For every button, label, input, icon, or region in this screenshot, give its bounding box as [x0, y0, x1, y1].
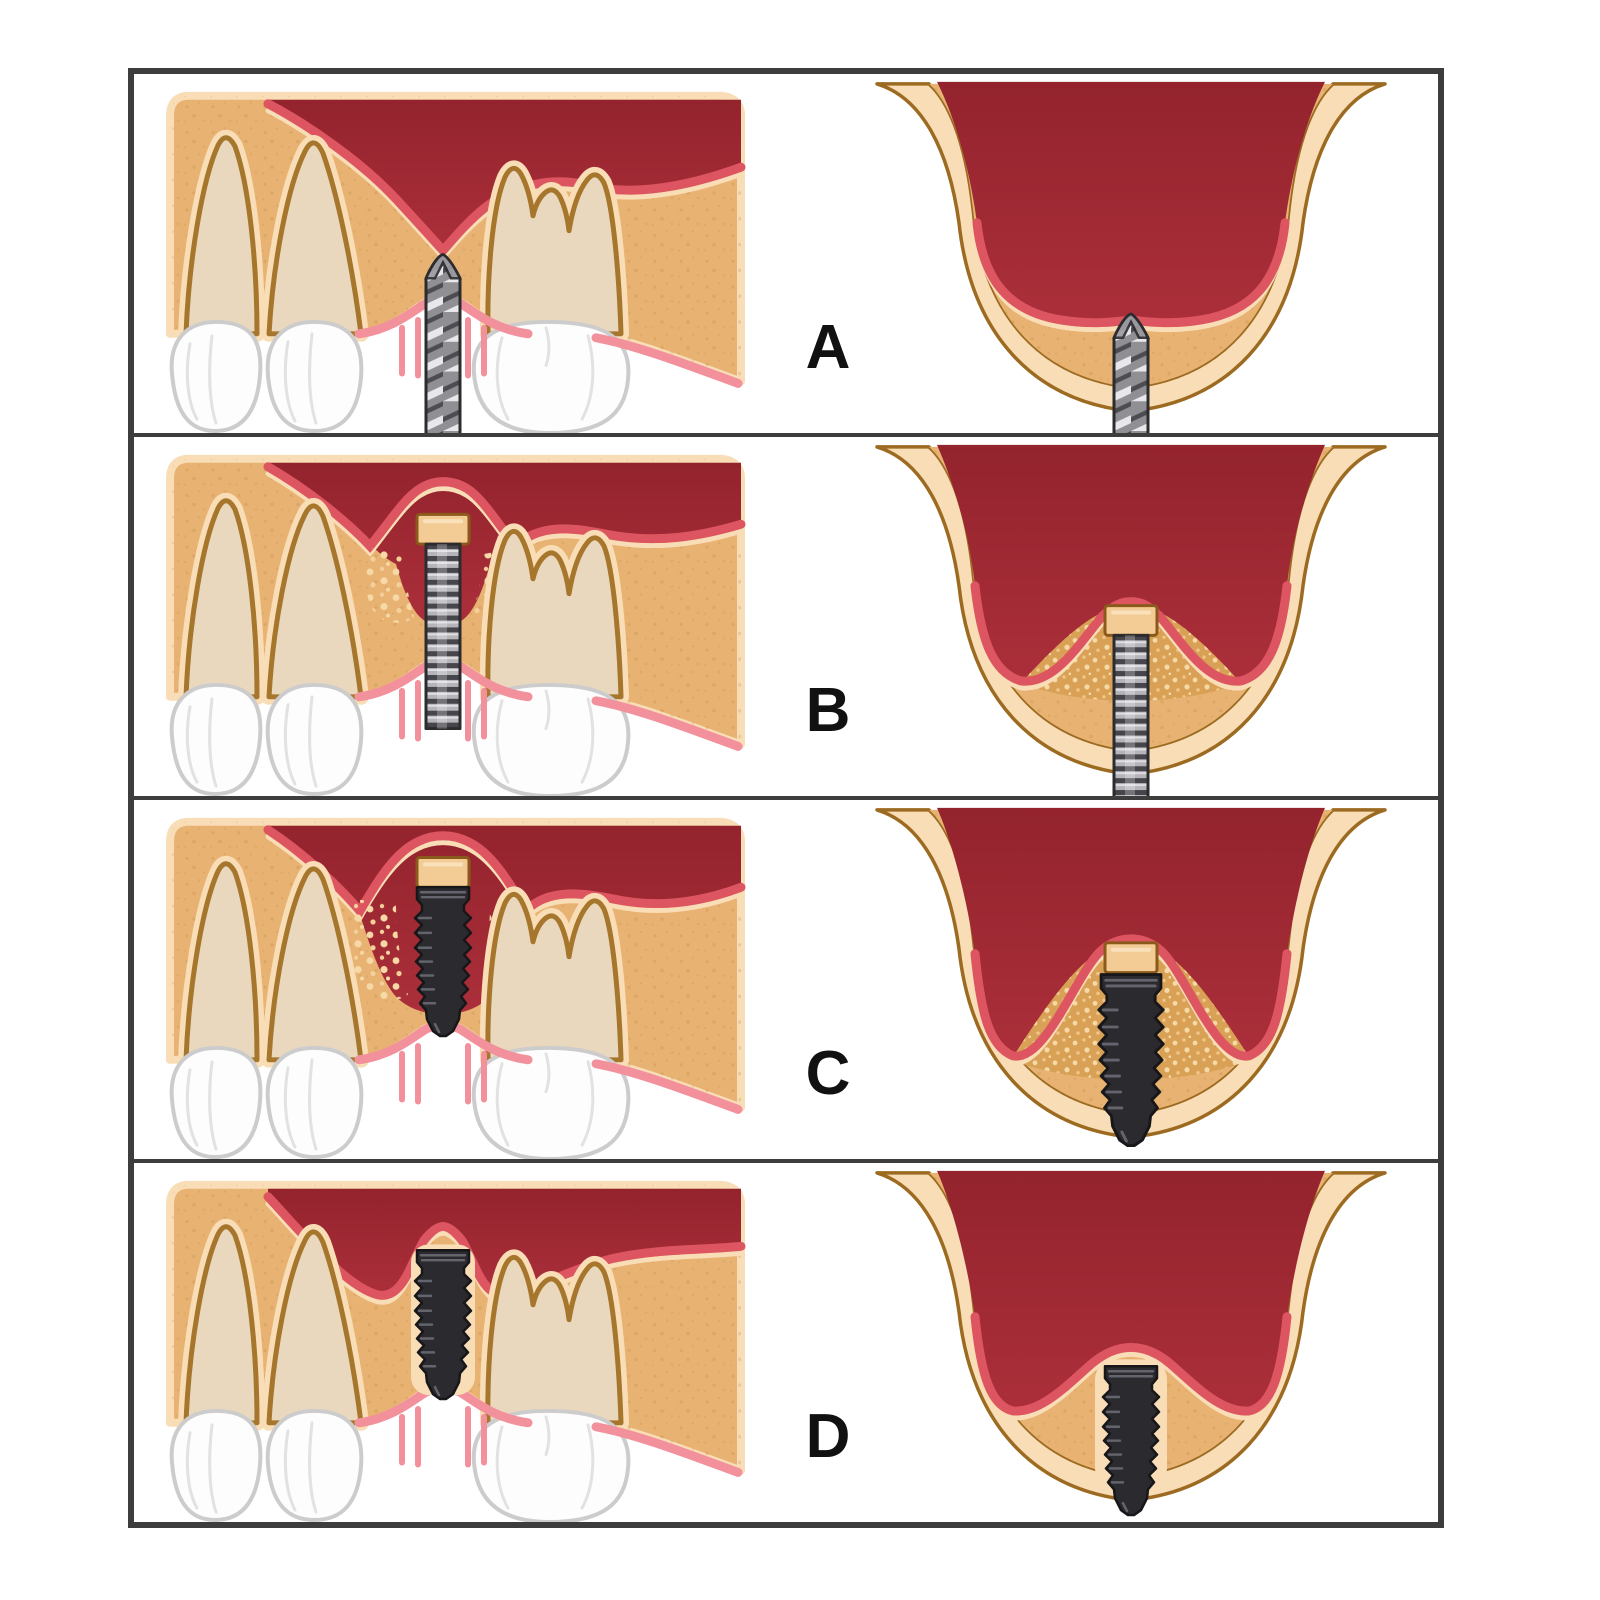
pilot-drill: [1112, 312, 1150, 433]
stage-label-c: C: [805, 1039, 851, 1108]
sinus-membrane: [263, 462, 746, 553]
stage-label-a: A: [805, 313, 851, 382]
maxillary-sinus: [263, 1188, 746, 1305]
figure-frame: A B: [128, 68, 1444, 1528]
graft-plug-cap: [1103, 603, 1159, 638]
maxillary-sinus: [937, 1170, 1325, 1421]
sinus-membrane: [970, 581, 1292, 686]
sinus-membrane: [263, 1192, 746, 1300]
row-separator: [134, 796, 1438, 800]
stage-label-d: D: [805, 1402, 851, 1471]
stage-row-c: C: [134, 800, 1438, 1159]
cross-section-stage-d: [875, 1170, 1387, 1517]
graft-particles: [365, 548, 414, 623]
lateral-view-stage-a: [156, 74, 746, 433]
cross-section-stage-c: [875, 807, 1387, 1148]
graft-plug-cap: [415, 512, 471, 547]
graft-particles: [349, 899, 408, 1001]
stage-row-d: D: [134, 1163, 1438, 1522]
lateral-view-stage-c: [156, 800, 746, 1159]
maxillary-sinus: [937, 444, 1325, 701]
cover-screw-cap: [415, 855, 471, 890]
sinus-membrane: [263, 99, 746, 258]
stage-row-a: A: [134, 74, 1438, 433]
pilot-drill: [424, 252, 462, 433]
row-separator: [134, 433, 1438, 437]
cross-section-stage-a: [875, 81, 1387, 433]
row-separator: [134, 1159, 1438, 1163]
osteotome: [1112, 633, 1150, 796]
maxillary-sinus: [937, 807, 1325, 1080]
cover-screw-cap: [1103, 940, 1159, 975]
lateral-view-stage-d: [156, 1163, 746, 1522]
lateral-view-stage-b: [156, 437, 746, 796]
stage-label-b: B: [805, 676, 851, 745]
sinus-membrane: [970, 1312, 1292, 1416]
cross-section-stage-b: [875, 444, 1387, 796]
stage-row-b: B: [134, 437, 1438, 796]
sinus-membrane: [970, 934, 1292, 1061]
osteotome: [424, 542, 462, 731]
